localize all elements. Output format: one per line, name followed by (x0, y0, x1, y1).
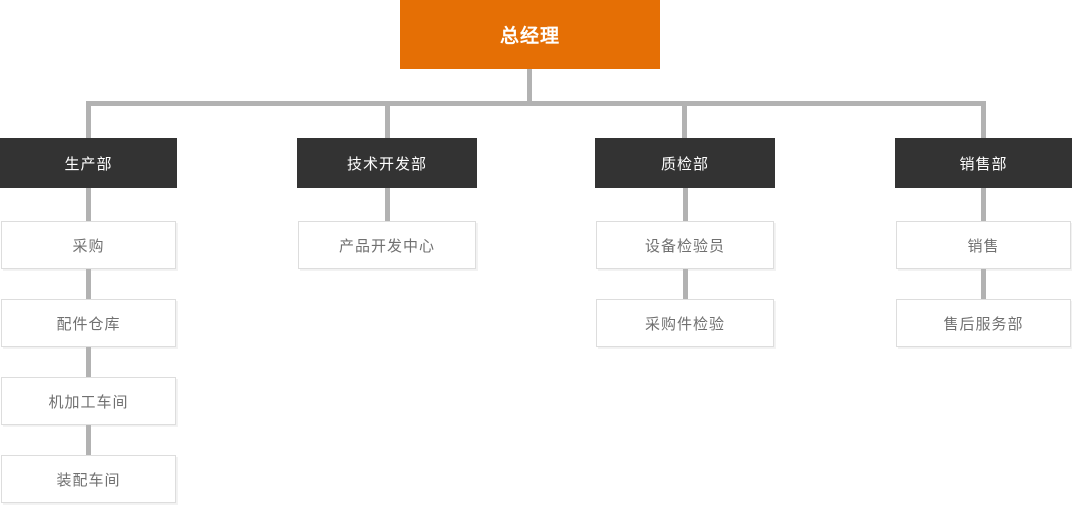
connector-drop-3 (682, 106, 687, 138)
org-branch-quality-inspection: 质检部 设备检验员 采购件检验 (595, 138, 775, 347)
connector-stub (981, 269, 986, 299)
connector-stub (981, 188, 986, 221)
org-node-leaf-parts-warehouse[interactable]: 配件仓库 (1, 299, 176, 347)
org-node-dept-sales[interactable]: 销售部 (895, 138, 1072, 188)
org-node-leaf-equipment-inspector[interactable]: 设备检验员 (596, 221, 774, 269)
connector-stub (86, 347, 91, 377)
connector-stub (384, 188, 390, 221)
connector-stub (86, 425, 91, 455)
org-node-dept-tech-development[interactable]: 技术开发部 (297, 138, 477, 188)
connector-drop-2 (385, 106, 390, 138)
connector-drop-4 (981, 106, 986, 138)
connector-root-drop (527, 69, 532, 106)
org-node-leaf-machining-workshop[interactable]: 机加工车间 (1, 377, 176, 425)
org-branch-sales: 销售部 销售 售后服务部 (895, 138, 1072, 347)
connector-stub (86, 188, 91, 221)
org-node-leaf-product-dev-center[interactable]: 产品开发中心 (298, 221, 476, 269)
org-branch-tech-development: 技术开发部 产品开发中心 (297, 138, 477, 269)
org-node-dept-quality-inspection[interactable]: 质检部 (595, 138, 775, 188)
connector-stub (682, 188, 688, 221)
org-node-leaf-purchased-parts-inspection[interactable]: 采购件检验 (596, 299, 774, 347)
connector-stub (86, 269, 91, 299)
connector-stub (682, 269, 688, 299)
org-node-leaf-sales[interactable]: 销售 (896, 221, 1071, 269)
org-node-leaf-assembly-workshop[interactable]: 装配车间 (1, 455, 176, 503)
org-node-leaf-after-sales-service[interactable]: 售后服务部 (896, 299, 1071, 347)
org-node-root[interactable]: 总经理 (400, 0, 660, 69)
org-node-dept-production[interactable]: 生产部 (0, 138, 177, 188)
connector-drop-1 (86, 106, 91, 138)
org-branch-production: 生产部 采购 配件仓库 机加工车间 装配车间 (0, 138, 177, 503)
connector-trunk (86, 101, 986, 106)
org-node-leaf-purchasing[interactable]: 采购 (1, 221, 176, 269)
